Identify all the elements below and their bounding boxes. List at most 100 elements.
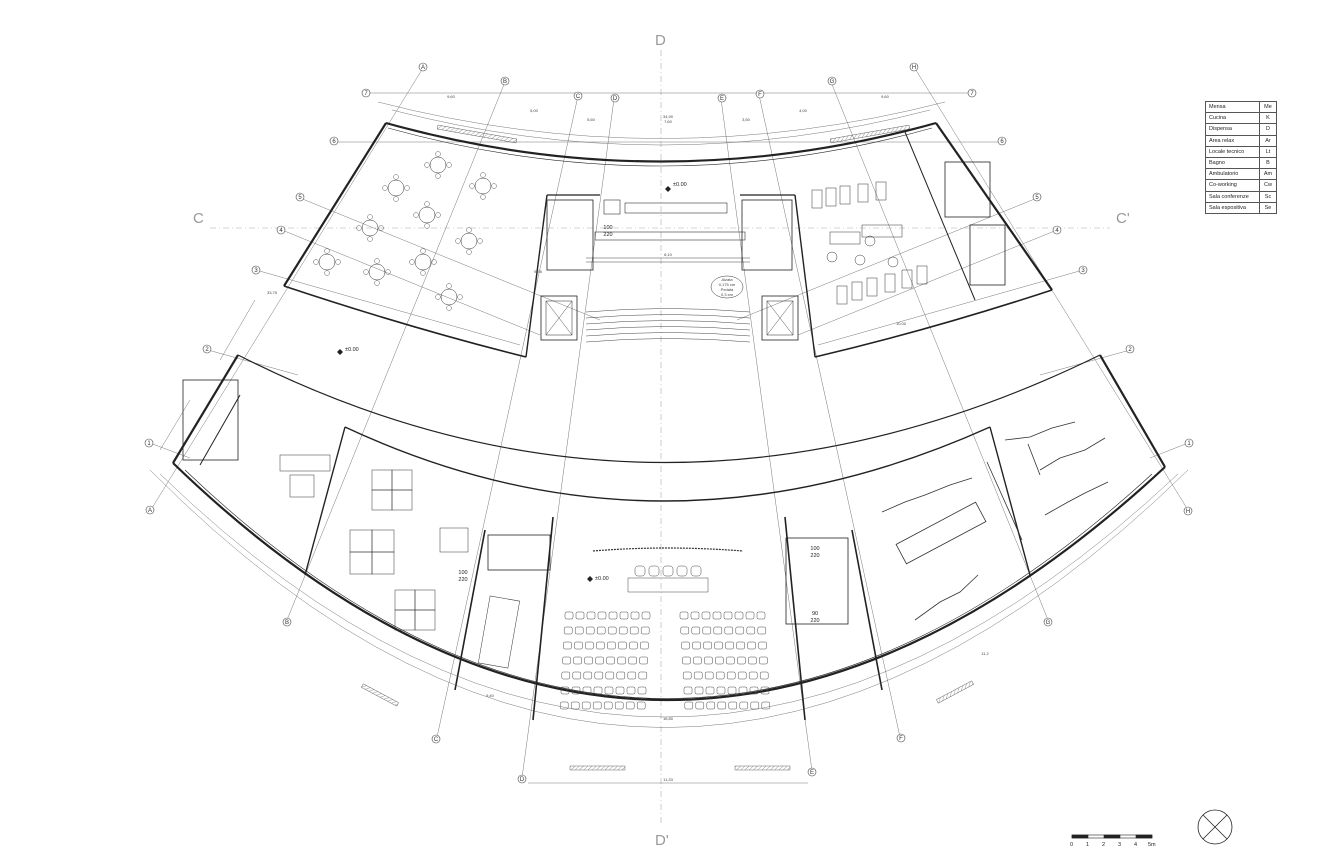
axis-label-7-left: 7 [364, 91, 368, 97]
conference-seat [750, 701, 760, 710]
dining-tables [313, 151, 497, 311]
axis-label-7-right: 7 [970, 91, 974, 97]
conference-seat [637, 686, 647, 695]
legend-room-code: D [1259, 123, 1277, 136]
conference-seat [717, 701, 727, 710]
building-walls [172, 121, 1166, 721]
axis-label-E-top: E [720, 96, 724, 102]
conference-seat [691, 626, 701, 635]
conference-seat [640, 641, 649, 650]
dimension-text: 9,60 [881, 94, 890, 99]
conference-seat [618, 641, 627, 650]
axis-label-3-left: 3 [254, 268, 258, 274]
conference-seat [724, 626, 734, 635]
conference-seat [608, 611, 618, 620]
conference-seat [705, 686, 715, 695]
axis-label-6-left: 6 [332, 139, 336, 145]
conference-seat [683, 686, 693, 695]
level-text-middle: ±0.00 [345, 347, 359, 353]
axis-label-A-bottom: A [148, 508, 152, 514]
conference-seat [607, 641, 616, 650]
conference-seat [695, 701, 705, 710]
conference-seat [758, 641, 767, 650]
conference-seat [593, 686, 603, 695]
conference-seat [603, 701, 613, 710]
conference-seat [715, 656, 724, 665]
dimension-text: 5,60 [587, 117, 596, 122]
conference-seat [594, 671, 604, 680]
axis-label-6-right: 6 [1000, 139, 1004, 145]
exhibition-panels [881, 421, 1109, 621]
legend-room-code: Se [1259, 201, 1277, 214]
meeting-table [478, 595, 520, 669]
conference-seat [605, 671, 615, 680]
conference-seat [615, 686, 625, 695]
door-width-label: 90 [812, 611, 818, 617]
conference-seat [574, 641, 583, 650]
dimension-text: 11,2 [981, 651, 989, 656]
conference-seat [739, 701, 749, 710]
conference-seat [749, 686, 759, 695]
conference-seat [682, 671, 692, 680]
axis-label-4-left: 4 [279, 228, 283, 234]
scale-label: 3 [1118, 842, 1122, 848]
conference-seat [560, 686, 570, 695]
conference-seat [641, 611, 651, 620]
conference-seat [586, 611, 596, 620]
conference-seat [745, 611, 755, 620]
conference-seat [734, 611, 744, 620]
section-lines [210, 50, 1110, 825]
conference-seat [629, 626, 639, 635]
conference-seat [592, 701, 602, 710]
conference-seat [625, 701, 635, 710]
conference-seat [748, 671, 758, 680]
conference-seat [597, 611, 607, 620]
axis-bubble-icon [418, 62, 428, 72]
scale-bar [1071, 834, 1153, 839]
note-line-4: 0,3 cm [721, 292, 734, 297]
conference-seat [692, 641, 701, 650]
conference-seat [574, 626, 584, 635]
axis-label-2-right: 2 [1128, 347, 1132, 353]
conference-seat [636, 701, 646, 710]
conference-seat [573, 656, 582, 665]
conference-seat [640, 626, 650, 635]
conference-seat [559, 701, 569, 710]
conference-seat [748, 656, 757, 665]
conference-seat [759, 671, 769, 680]
relax-seating [811, 181, 928, 305]
conference-seat [725, 641, 734, 650]
note-line-3: Pedata [721, 287, 734, 292]
conference-seat [727, 686, 737, 695]
dimension-text: 11,33 [663, 777, 673, 782]
conference-seat [575, 611, 585, 620]
dimension-text: 10,00 [896, 321, 907, 326]
axis-label-G-bottom: G [1046, 620, 1051, 626]
conference-seat [712, 611, 722, 620]
conference-seat [563, 641, 572, 650]
legend-room-code: Lt [1259, 145, 1277, 158]
conference-seat [682, 656, 691, 665]
door-height-label: 220 [458, 577, 467, 583]
dimension-text: 6,10 [664, 252, 673, 257]
legend-room-name: Bagno [1205, 156, 1260, 170]
axis-label-D-bottom: D [520, 777, 525, 783]
conference-seat [583, 671, 593, 680]
conference-seat [693, 656, 702, 665]
conference-seat [584, 656, 593, 665]
conference-seat [714, 641, 723, 650]
conference-seat [702, 626, 712, 635]
service-cores [182, 161, 1006, 625]
conference-seat [736, 641, 745, 650]
conference-seat [679, 611, 689, 620]
conference-seat [737, 671, 747, 680]
conference-seat [738, 686, 748, 695]
conference-seat [701, 611, 711, 620]
axis-label-4-right: 4 [1055, 228, 1059, 234]
